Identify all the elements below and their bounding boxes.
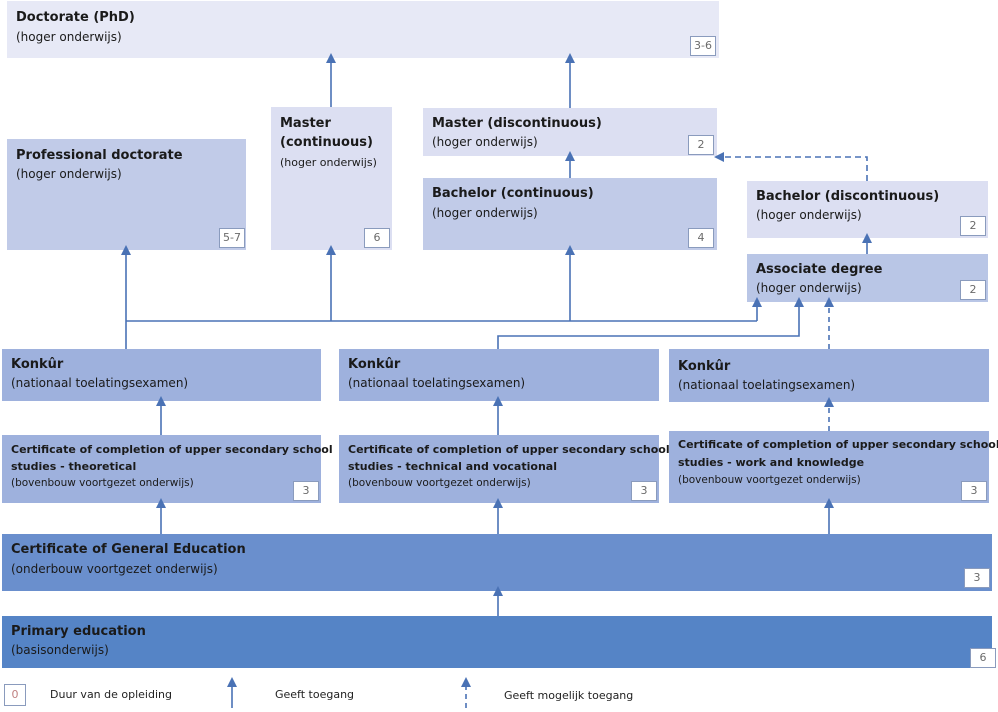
bachelor-continuous-box: Bachelor (continuous) (hoger onderwijs) … <box>423 178 717 250</box>
master-discontinuous-duration-badge: 2 <box>688 135 714 155</box>
associate-degree-title: Associate degree <box>756 262 883 277</box>
bachelor-discontinuous-subtitle: (hoger onderwijs) <box>756 208 862 222</box>
primary-education-title: Primary education <box>11 624 146 639</box>
profdoc-duration-badge: 5-7 <box>219 228 245 248</box>
certificate-theoretical-duration-badge: 3 <box>293 481 319 501</box>
legend-duration-badge: 0 <box>4 684 26 706</box>
master-continuous-title-1: Master <box>280 116 331 131</box>
certificate-theoretical-title-2: studies - theoretical <box>11 460 137 473</box>
associate-degree-box: Associate degree (hoger onderwijs) 2 <box>747 254 988 302</box>
general-education-duration-badge: 3 <box>964 568 990 588</box>
bachelor-discontinuous-box: Bachelor (discontinuous) (hoger onderwij… <box>747 181 988 238</box>
bachelor-continuous-duration-badge: 4 <box>688 228 714 248</box>
bachelor-discontinuous-title: Bachelor (discontinuous) <box>756 189 940 204</box>
konkur-3-title: Konkûr <box>678 359 731 374</box>
general-education-title: Certificate of General Education <box>11 542 246 557</box>
primary-education-duration-badge: 6 <box>970 648 996 668</box>
certificate-technical-box: Certificate of completion of upper secon… <box>339 435 670 503</box>
certificate-work-knowledge-duration-badge: 3 <box>961 481 987 501</box>
konkur-box-2: Konkûr (nationaal toelatingsexamen) <box>339 349 659 401</box>
profdoc-title: Professional doctorate <box>16 148 183 163</box>
master-discontinuous-subtitle: (hoger onderwijs) <box>432 135 538 149</box>
legend-access-label: Geeft toegang <box>275 688 355 701</box>
associate-degree-subtitle: (hoger onderwijs) <box>756 281 862 295</box>
legend-duration-label: Duur van de opleiding <box>50 688 172 701</box>
profdoc-subtitle: (hoger onderwijs) <box>16 167 122 181</box>
general-education-subtitle: (onderbouw voortgezet onderwijs) <box>11 562 218 576</box>
certificate-work-knowledge-box: Certificate of completion of upper secon… <box>669 431 998 503</box>
bachelor-continuous-subtitle: (hoger onderwijs) <box>432 206 538 220</box>
certificate-technical-subtitle: (bovenbouw voortgezet onderwijs) <box>348 477 531 489</box>
certificate-technical-title-2: studies - technical and vocational <box>348 460 557 473</box>
bachelor-continuous-title: Bachelor (continuous) <box>432 186 594 201</box>
arrow-konkur-2-to-associate <box>497 297 804 349</box>
primary-education-box: Primary education (basisonderwijs) 6 <box>2 616 996 668</box>
konkur-1-subtitle: (nationaal toelatingsexamen) <box>11 376 189 390</box>
phd-subtitle: (hoger onderwijs) <box>16 30 122 44</box>
certificate-work-knowledge-subtitle: (bovenbouw voortgezet onderwijs) <box>678 474 861 486</box>
master-continuous-duration-badge: 6 <box>364 228 390 248</box>
profdoc-box: Professional doctorate (hoger onderwijs)… <box>7 139 246 250</box>
certificate-technical-title-1: Certificate of completion of upper secon… <box>348 443 670 456</box>
konkur-3-subtitle: (nationaal toelatingsexamen) <box>678 378 856 392</box>
phd-title: Doctorate (PhD) <box>16 10 135 25</box>
certificate-work-knowledge-title-1: Certificate of completion of upper secon… <box>678 438 998 451</box>
bachelor-discontinuous-duration-badge: 2 <box>960 216 986 236</box>
master-continuous-box: Master (continuous) (hoger onderwijs) 6 <box>271 107 392 250</box>
konkur-2-subtitle: (nationaal toelatingsexamen) <box>348 376 526 390</box>
master-continuous-title-2: (continuous) <box>280 135 373 150</box>
master-continuous-subtitle: (hoger onderwijs) <box>280 156 377 169</box>
master-discontinuous-box: Master (discontinuous) (hoger onderwijs)… <box>423 108 717 156</box>
phd-box: Doctorate (PhD) (hoger onderwijs) 3-6 <box>7 1 719 58</box>
certificate-technical-duration-badge: 3 <box>631 481 657 501</box>
konkur-1-title: Konkûr <box>11 357 64 372</box>
legend-possible-access-label: Geeft mogelijk toegang <box>504 689 634 702</box>
general-education-box: Certificate of General Education (onderb… <box>2 534 992 591</box>
certificate-theoretical-title-1: Certificate of completion of upper secon… <box>11 443 333 456</box>
konkur-2-title: Konkûr <box>348 357 401 372</box>
konkur-box-3: Konkûr (nationaal toelatingsexamen) <box>669 349 989 402</box>
certificate-theoretical-subtitle: (bovenbouw voortgezet onderwijs) <box>11 477 194 489</box>
phd-duration-badge: 3-6 <box>690 36 716 56</box>
dashed-arrow-bachelor-to-master <box>714 152 868 181</box>
associate-degree-duration-badge: 2 <box>960 280 986 300</box>
konkur-box-1: Konkûr (nationaal toelatingsexamen) <box>2 349 321 401</box>
certificate-work-knowledge-title-2: studies - work and knowledge <box>678 456 865 469</box>
certificate-theoretical-box: Certificate of completion of upper secon… <box>2 435 333 503</box>
master-discontinuous-title: Master (discontinuous) <box>432 116 602 131</box>
primary-education-subtitle: (basisonderwijs) <box>11 643 109 657</box>
